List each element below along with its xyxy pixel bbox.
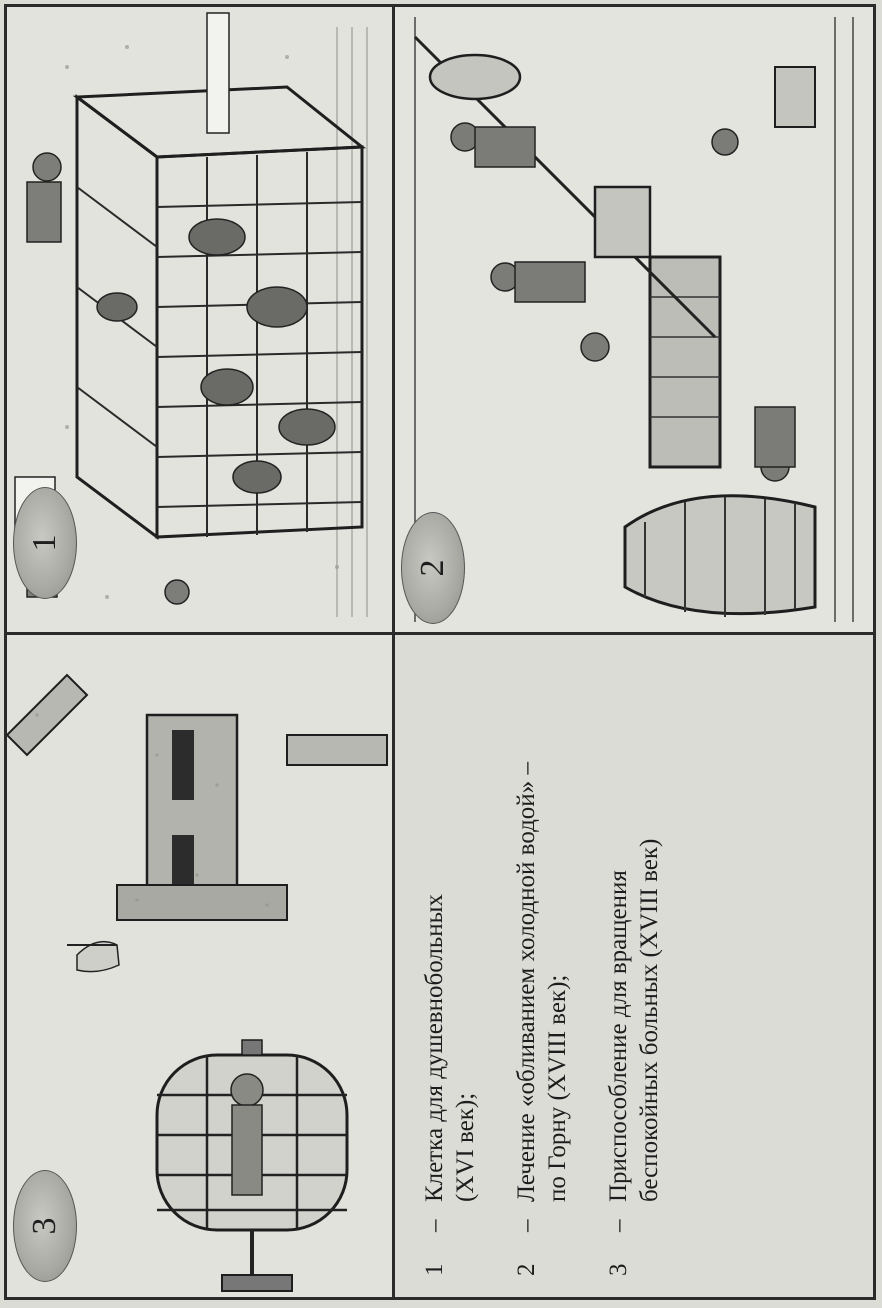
caption-2-line-2: по Горну (XVIII век);: [544, 974, 571, 1202]
caption-1-dash: –: [421, 1219, 448, 1233]
panel-1-number: 1: [26, 534, 63, 552]
caption-3-number: 3: [605, 1263, 632, 1277]
grid-divider-horizontal: [7, 632, 873, 635]
panel-1-badge: 1: [13, 487, 77, 599]
panel-1: 1: [7, 7, 392, 632]
caption-2-number: 2: [513, 1263, 540, 1277]
panel-2: 2: [395, 7, 873, 632]
panel-3-badge: 3: [13, 1170, 77, 1282]
caption-3-line-1: Приспособление для вращения: [605, 870, 632, 1202]
caption-3-dash: –: [605, 1219, 632, 1233]
panel-2-number: 2: [414, 559, 451, 577]
figure-grid: 1: [4, 4, 876, 1300]
caption-3-line-2: беспокойных больных (XVIII век): [636, 838, 663, 1202]
caption-1-line-1: Клетка для душевнобольных: [421, 894, 448, 1202]
grid-divider-vertical: [392, 7, 395, 1297]
caption-item-1: 1 – Клетка для душевнобольных (XVI век);: [419, 656, 481, 1276]
rotating-cage-device-illustration: [7, 635, 392, 1297]
cold-water-dousing-illustration: [395, 7, 873, 632]
caption-2-line-1: Лечение «обливанием холодной водой» –: [513, 762, 540, 1202]
caption-panel: 1 – Клетка для душевнобольных (XVI век);…: [395, 635, 873, 1297]
panel-2-badge: 2: [401, 512, 465, 624]
cage-with-patients-illustration: [7, 7, 392, 632]
caption-item-3: 3 – Приспособление для вращения беспокой…: [603, 656, 665, 1276]
panel-3-number: 3: [26, 1217, 63, 1235]
caption-list: 1 – Клетка для душевнобольных (XVI век);…: [419, 656, 849, 1276]
caption-1-line-2: (XVI век);: [452, 1092, 479, 1202]
panel-3: 3: [7, 635, 392, 1297]
caption-item-2: 2 – Лечение «обливанием холодной водой» …: [511, 656, 573, 1276]
caption-1-number: 1: [421, 1263, 448, 1277]
caption-2-dash: –: [513, 1219, 540, 1233]
